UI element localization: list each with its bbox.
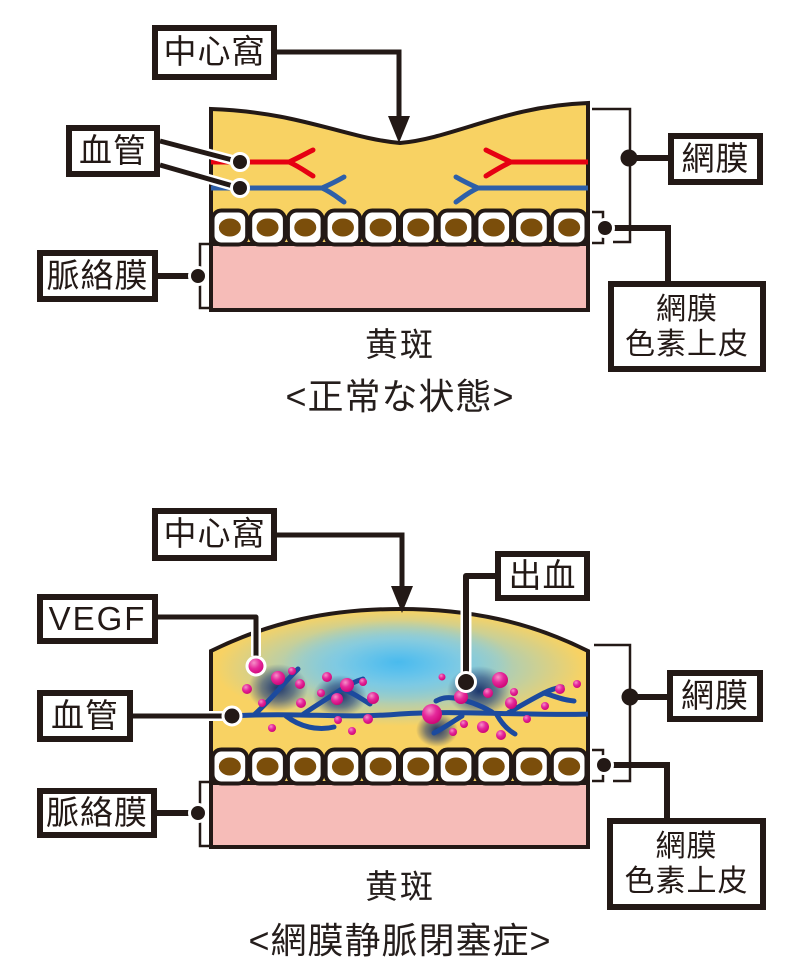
rpe-cells: [210, 208, 589, 247]
retina-bracket: [594, 643, 667, 783]
label-text: 中心窩: [163, 33, 266, 71]
label-retinal-pigment-epithelium: 網膜 色素上皮: [608, 281, 766, 372]
artery-right: [483, 147, 588, 179]
normal-state-title: <正常な状態>: [285, 376, 515, 417]
vegf-dot: [245, 655, 267, 677]
vessel-leader: [133, 705, 243, 727]
label-text-line2: 色素上皮: [624, 865, 749, 898]
rvo-title: <網膜静脈閉塞症>: [248, 920, 552, 961]
vegf-leader: [158, 612, 267, 677]
macula-caption: 黄斑: [365, 868, 435, 905]
rpe-cell-nucleus: [331, 218, 354, 237]
label-text: 網膜: [681, 676, 749, 714]
arrow-down-icon: [388, 116, 410, 143]
normal-state-diagram: [155, 49, 671, 312]
choroid-layer: [209, 781, 590, 849]
label-text: 網膜: [681, 139, 750, 177]
label-retina: 網膜: [667, 670, 763, 722]
rpe-cell-nucleus: [218, 218, 241, 237]
label-fovea: 中心窩: [152, 508, 277, 561]
rpe-cell-nucleus: [482, 218, 505, 237]
rpe-cell-nucleus: [218, 757, 241, 776]
label-choroid: 脈絡膜: [37, 788, 157, 838]
leader-dot: [221, 705, 243, 727]
rpe-cell-nucleus: [256, 757, 279, 776]
rpe-cell-nucleus: [407, 757, 430, 776]
rvo-diagram: [133, 532, 670, 849]
label-text-line1: 網膜: [655, 830, 718, 863]
rpe-cell-nucleus: [558, 218, 581, 237]
rpe-cell-nucleus: [369, 757, 392, 776]
label-retinal-pigment-epithelium: 網膜 色素上皮: [607, 818, 766, 910]
rpe-cell-nucleus: [482, 757, 505, 776]
rpe-cell-nucleus: [369, 218, 392, 237]
label-fovea: 中心窩: [152, 25, 277, 80]
fovea-pointer: [277, 49, 410, 143]
leader-dot: [230, 152, 250, 172]
rpe-cell-nucleus: [520, 757, 543, 776]
rpe-cell-nucleus: [445, 757, 468, 776]
label-text-line2: 色素上皮: [625, 327, 749, 361]
label-vegf: VEGF: [37, 594, 158, 644]
retinal-vessels-normal: [211, 147, 588, 205]
fovea-pointer: [277, 532, 413, 613]
leader-dot: [455, 671, 477, 693]
macula-caption: 黄斑: [365, 326, 435, 363]
vessel-leaders: [155, 136, 250, 198]
choroid-layer: [209, 242, 590, 312]
retina-bracket: [592, 107, 668, 244]
label-vessel: 血管: [66, 125, 160, 177]
rpe-cell-nucleus: [256, 218, 279, 237]
rpe-cell-nucleus: [558, 757, 581, 776]
rpe-bracket: [592, 210, 671, 282]
rpe-cell-nucleus: [407, 218, 430, 237]
vein-right: [453, 174, 588, 205]
vegf-particles: [242, 667, 581, 740]
rpe-cell-nucleus: [520, 218, 543, 237]
label-choroid: 脈絡膜: [37, 250, 158, 302]
label-hemorrhage: 出血: [495, 551, 590, 601]
label-vessel: 血管: [37, 690, 133, 742]
hemorrhage-leader: [455, 570, 495, 693]
label-text: VEGF: [48, 599, 147, 637]
rpe-bracket: [592, 748, 670, 818]
rpe-cell-nucleus: [445, 218, 468, 237]
label-text: 中心窩: [163, 515, 266, 553]
leader-dot: [230, 178, 250, 198]
label-text: 脈絡膜: [46, 793, 148, 831]
rpe-cells: [210, 747, 589, 786]
arrow-down-icon: [391, 586, 413, 613]
label-text: 脈絡膜: [46, 256, 149, 294]
label-text: 出血: [508, 556, 577, 594]
label-retina: 網膜: [668, 133, 763, 185]
choroid-bracket: [155, 780, 210, 848]
label-text: 血管: [79, 131, 147, 169]
rpe-cell-nucleus: [331, 757, 354, 776]
rpe-cell-nucleus: [294, 757, 317, 776]
label-text: 血管: [51, 696, 119, 734]
label-text-line1: 網膜: [656, 292, 718, 326]
rpe-cell-nucleus: [294, 218, 317, 237]
choroid-bracket: [156, 242, 210, 310]
